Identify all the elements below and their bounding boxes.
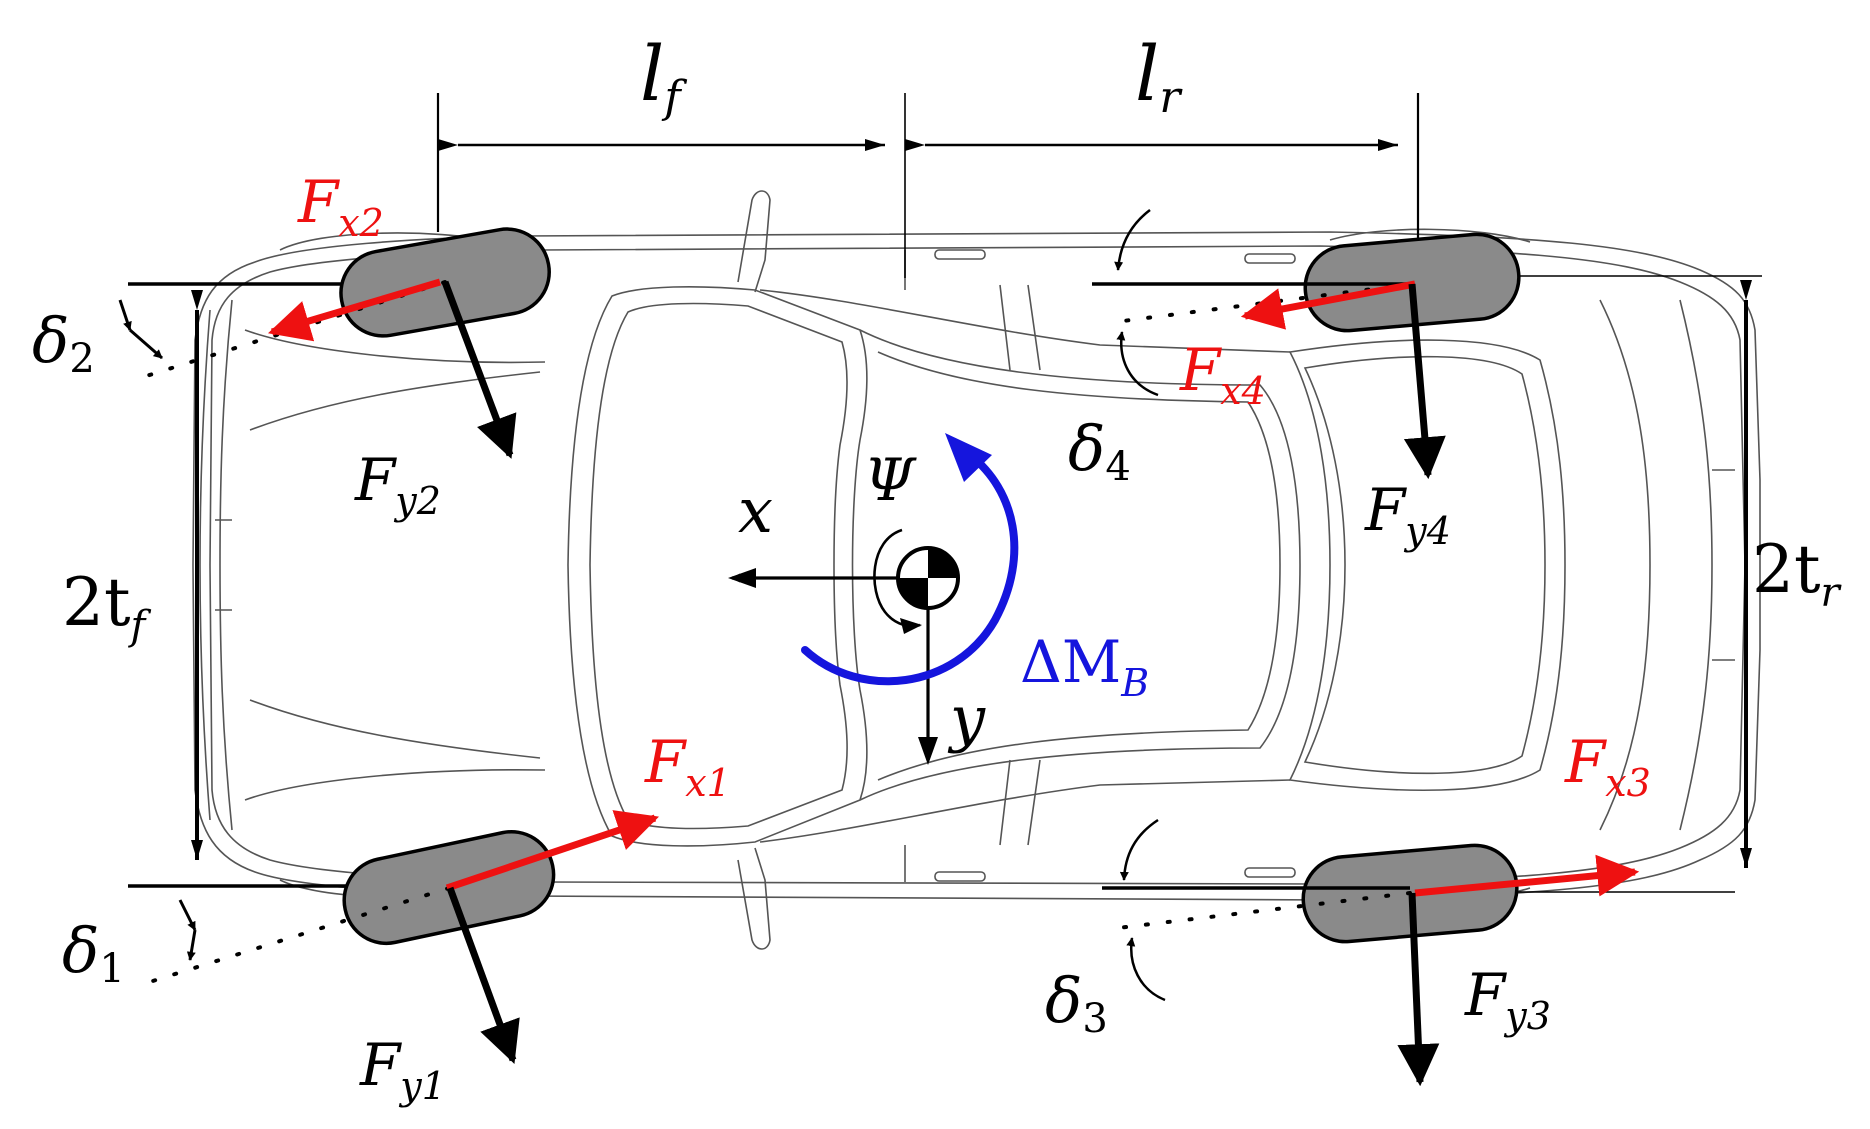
label-y-axis: y xyxy=(947,682,986,755)
fx4-arrow xyxy=(1240,280,1416,330)
label-2tr: 2tr xyxy=(1752,531,1843,616)
label-fy1: Fy1 xyxy=(359,1031,446,1108)
label-lf: lf xyxy=(640,29,687,123)
label-fy3: Fy3 xyxy=(1464,961,1551,1038)
mirror-right xyxy=(738,848,770,949)
fx2-arrow xyxy=(267,278,441,342)
lateral-forces xyxy=(441,280,1446,1087)
label-fx1: Fx1 xyxy=(644,728,731,805)
car-outline xyxy=(193,232,1760,900)
roof xyxy=(860,330,1300,800)
label-lr: lr xyxy=(1135,29,1183,123)
vehicle-frame xyxy=(728,433,1019,765)
label-fx4: Fx4 xyxy=(1179,336,1266,413)
fy3-arrow xyxy=(1397,892,1440,1087)
label-delta-4: δ4 xyxy=(1068,412,1131,490)
rear-window xyxy=(1290,340,1565,790)
labels: lf lr 2tf 2tr x y Ψ ΔMB Fx2 Fx4 Fx1 Fx3 … xyxy=(32,29,1843,1108)
fy4-arrow xyxy=(1403,283,1446,480)
label-fy2: Fy2 xyxy=(354,446,441,523)
fx3-arrow xyxy=(1414,854,1640,897)
label-fy4: Fy4 xyxy=(1364,476,1451,553)
label-yaw: Ψ xyxy=(864,446,917,514)
yaw-moment-arrow xyxy=(801,451,1019,686)
label-delta-1: δ1 xyxy=(62,914,125,992)
steer-reference xyxy=(118,209,1414,1002)
fy2-arrow xyxy=(441,280,517,459)
label-2tf: 2tf xyxy=(62,564,152,649)
label-delta-3: δ3 xyxy=(1045,964,1108,1042)
fx1-arrow xyxy=(445,810,659,892)
center-of-gravity xyxy=(896,546,960,610)
label-fx3: Fx3 xyxy=(1564,728,1651,805)
label-delta-2: δ2 xyxy=(32,304,95,382)
label-fx2: Fx2 xyxy=(297,168,384,245)
mirror-left xyxy=(738,191,770,292)
fy1-arrow xyxy=(446,886,520,1064)
label-x-axis: x xyxy=(738,474,773,547)
label-delta-mb: ΔMB xyxy=(1020,628,1149,705)
longitudinal-forces xyxy=(267,278,1640,897)
windshield xyxy=(568,287,867,846)
